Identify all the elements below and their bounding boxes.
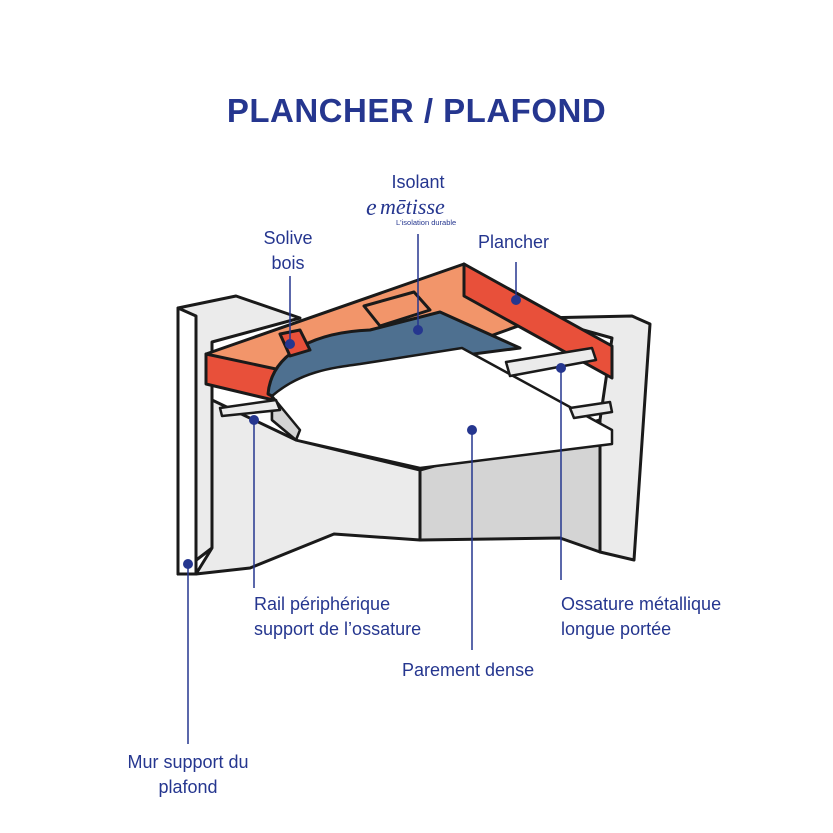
label-mur-line1: Mur support du [127, 752, 249, 772]
marker-solive [285, 339, 295, 349]
ceiling-assembly [218, 346, 614, 470]
marker-ossature [556, 363, 566, 373]
label-solive: Solive bois [238, 226, 338, 276]
label-isolant-text: Isolant [391, 172, 445, 192]
logo-tagline: L'isolation durable [396, 218, 457, 227]
label-rail-line2: support de l’ossature [254, 619, 422, 639]
marker-isolant [413, 325, 423, 335]
leader-lines [187, 234, 562, 744]
long-span-rail-2 [568, 400, 614, 420]
label-mur: Mur support du plafond [108, 750, 268, 800]
joist-assembly [204, 262, 614, 410]
label-solive-line1: Solive [263, 228, 313, 248]
marker-plancher [511, 295, 521, 305]
ceiling-plate [270, 346, 614, 470]
logo-brand: mētisse [380, 194, 445, 219]
joist-block [362, 290, 432, 328]
label-ossature-line1: Ossature métallique [561, 594, 722, 614]
wall-front-face [176, 306, 198, 576]
metisse-logo: e mētisse L'isolation durable [366, 194, 466, 232]
label-plancher: Plancher [478, 230, 549, 255]
label-ossature: Ossature métallique longue portée [561, 592, 721, 642]
label-plancher-text: Plancher [478, 232, 550, 252]
joist-right [462, 262, 614, 380]
marker-dots [183, 295, 566, 569]
label-solive-line2: bois [271, 253, 305, 273]
peripheral-rail [218, 398, 282, 418]
marker-mur [183, 559, 193, 569]
diagram-title: PLANCHER / PLAFOND [226, 92, 607, 129]
label-rail: Rail périphérique support de l’ossature [254, 592, 421, 642]
marker-parement [467, 425, 477, 435]
label-parement-text: Parement dense [402, 660, 535, 680]
label-ossature-line2: longue portée [561, 619, 672, 639]
marker-rail [249, 415, 259, 425]
label-mur-line2: plafond [158, 777, 218, 797]
label-isolant: Isolant [368, 170, 468, 195]
label-rail-line1: Rail périphérique [254, 594, 391, 614]
logo-mark: e [366, 195, 377, 221]
label-parement: Parement dense [402, 658, 534, 683]
joist-block-2 [278, 328, 312, 358]
long-span-rail [504, 346, 598, 378]
